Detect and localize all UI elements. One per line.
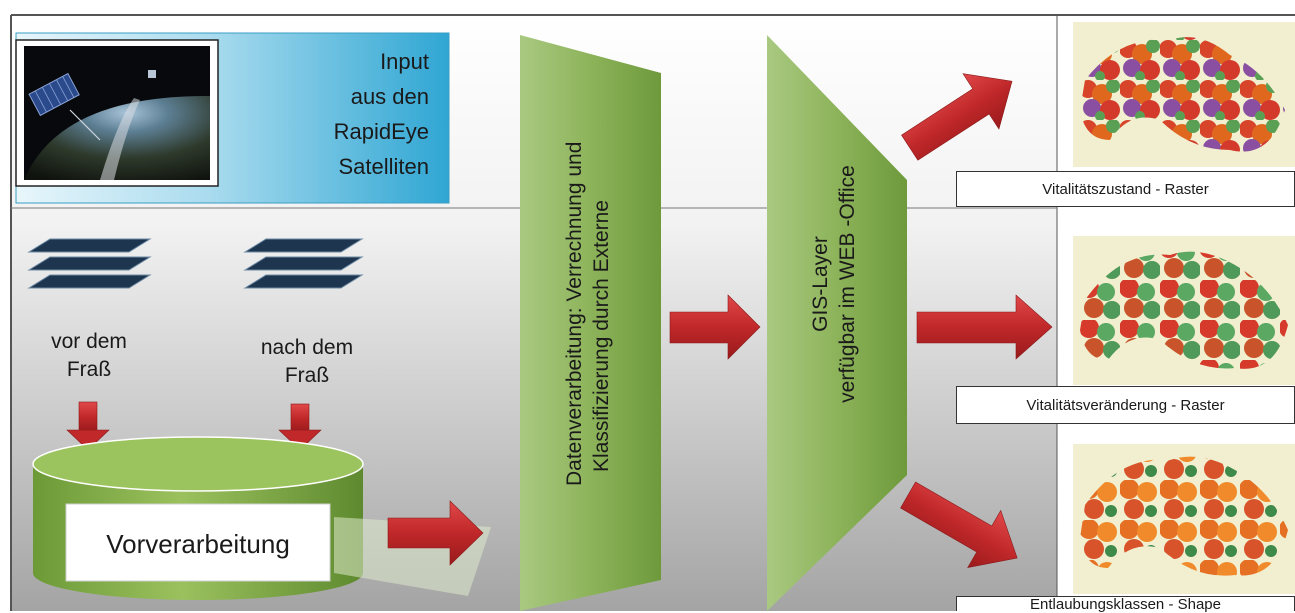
input-line-1: Input xyxy=(380,49,429,74)
before-line-2: Fraß xyxy=(67,358,111,381)
processing-line-1: Datenverarbeitung: Verrechnung und xyxy=(563,141,586,486)
output-map-2 xyxy=(1073,236,1295,385)
input-line-3: RapidEye xyxy=(334,119,429,144)
arrow-right-icon xyxy=(901,73,1013,161)
gis-label: GIS-Layer verfügbar im WEB -Office xyxy=(807,134,867,434)
preprocessing-label: Vorverarbeitung xyxy=(106,529,290,559)
layer-stack-icon xyxy=(27,238,152,289)
input-line-2: aus den xyxy=(351,84,429,109)
arrow-right-icon xyxy=(900,481,1018,568)
processing-funnel xyxy=(520,35,661,611)
output-map-1 xyxy=(1073,22,1295,167)
gis-line-1: GIS-Layer xyxy=(809,236,832,332)
processing-line-2: Klassifizierung durch Externe xyxy=(590,200,613,472)
after-line-1: nach dem xyxy=(261,336,353,359)
arrow-right-icon xyxy=(669,294,761,360)
processing-label: Datenverarbeitung: Verrechnung und Klass… xyxy=(561,141,621,486)
arrow-right-icon xyxy=(916,294,1053,360)
gis-line-2: verfügbar im WEB -Office xyxy=(836,165,859,403)
output-caption-3: Entlaubungsklassen - Shape xyxy=(956,596,1295,612)
before-line-1: vor dem xyxy=(51,330,127,353)
arrow-down-icon xyxy=(278,403,322,451)
output-caption-2: Vitalitätsveränderung - Raster xyxy=(956,386,1295,424)
preprocessing-box xyxy=(65,503,331,582)
output-map-3 xyxy=(1073,444,1295,594)
arrow-right-icon xyxy=(387,500,484,566)
after-line-2: Fraß xyxy=(285,364,329,387)
arrow-down-icon xyxy=(66,401,110,451)
satellite-image xyxy=(15,39,219,187)
output-caption-1: Vitalitätszustand - Raster xyxy=(956,171,1295,207)
input-line-4: Satelliten xyxy=(338,154,429,179)
layer-stack-icon xyxy=(243,238,364,289)
gis-funnel xyxy=(767,35,907,611)
